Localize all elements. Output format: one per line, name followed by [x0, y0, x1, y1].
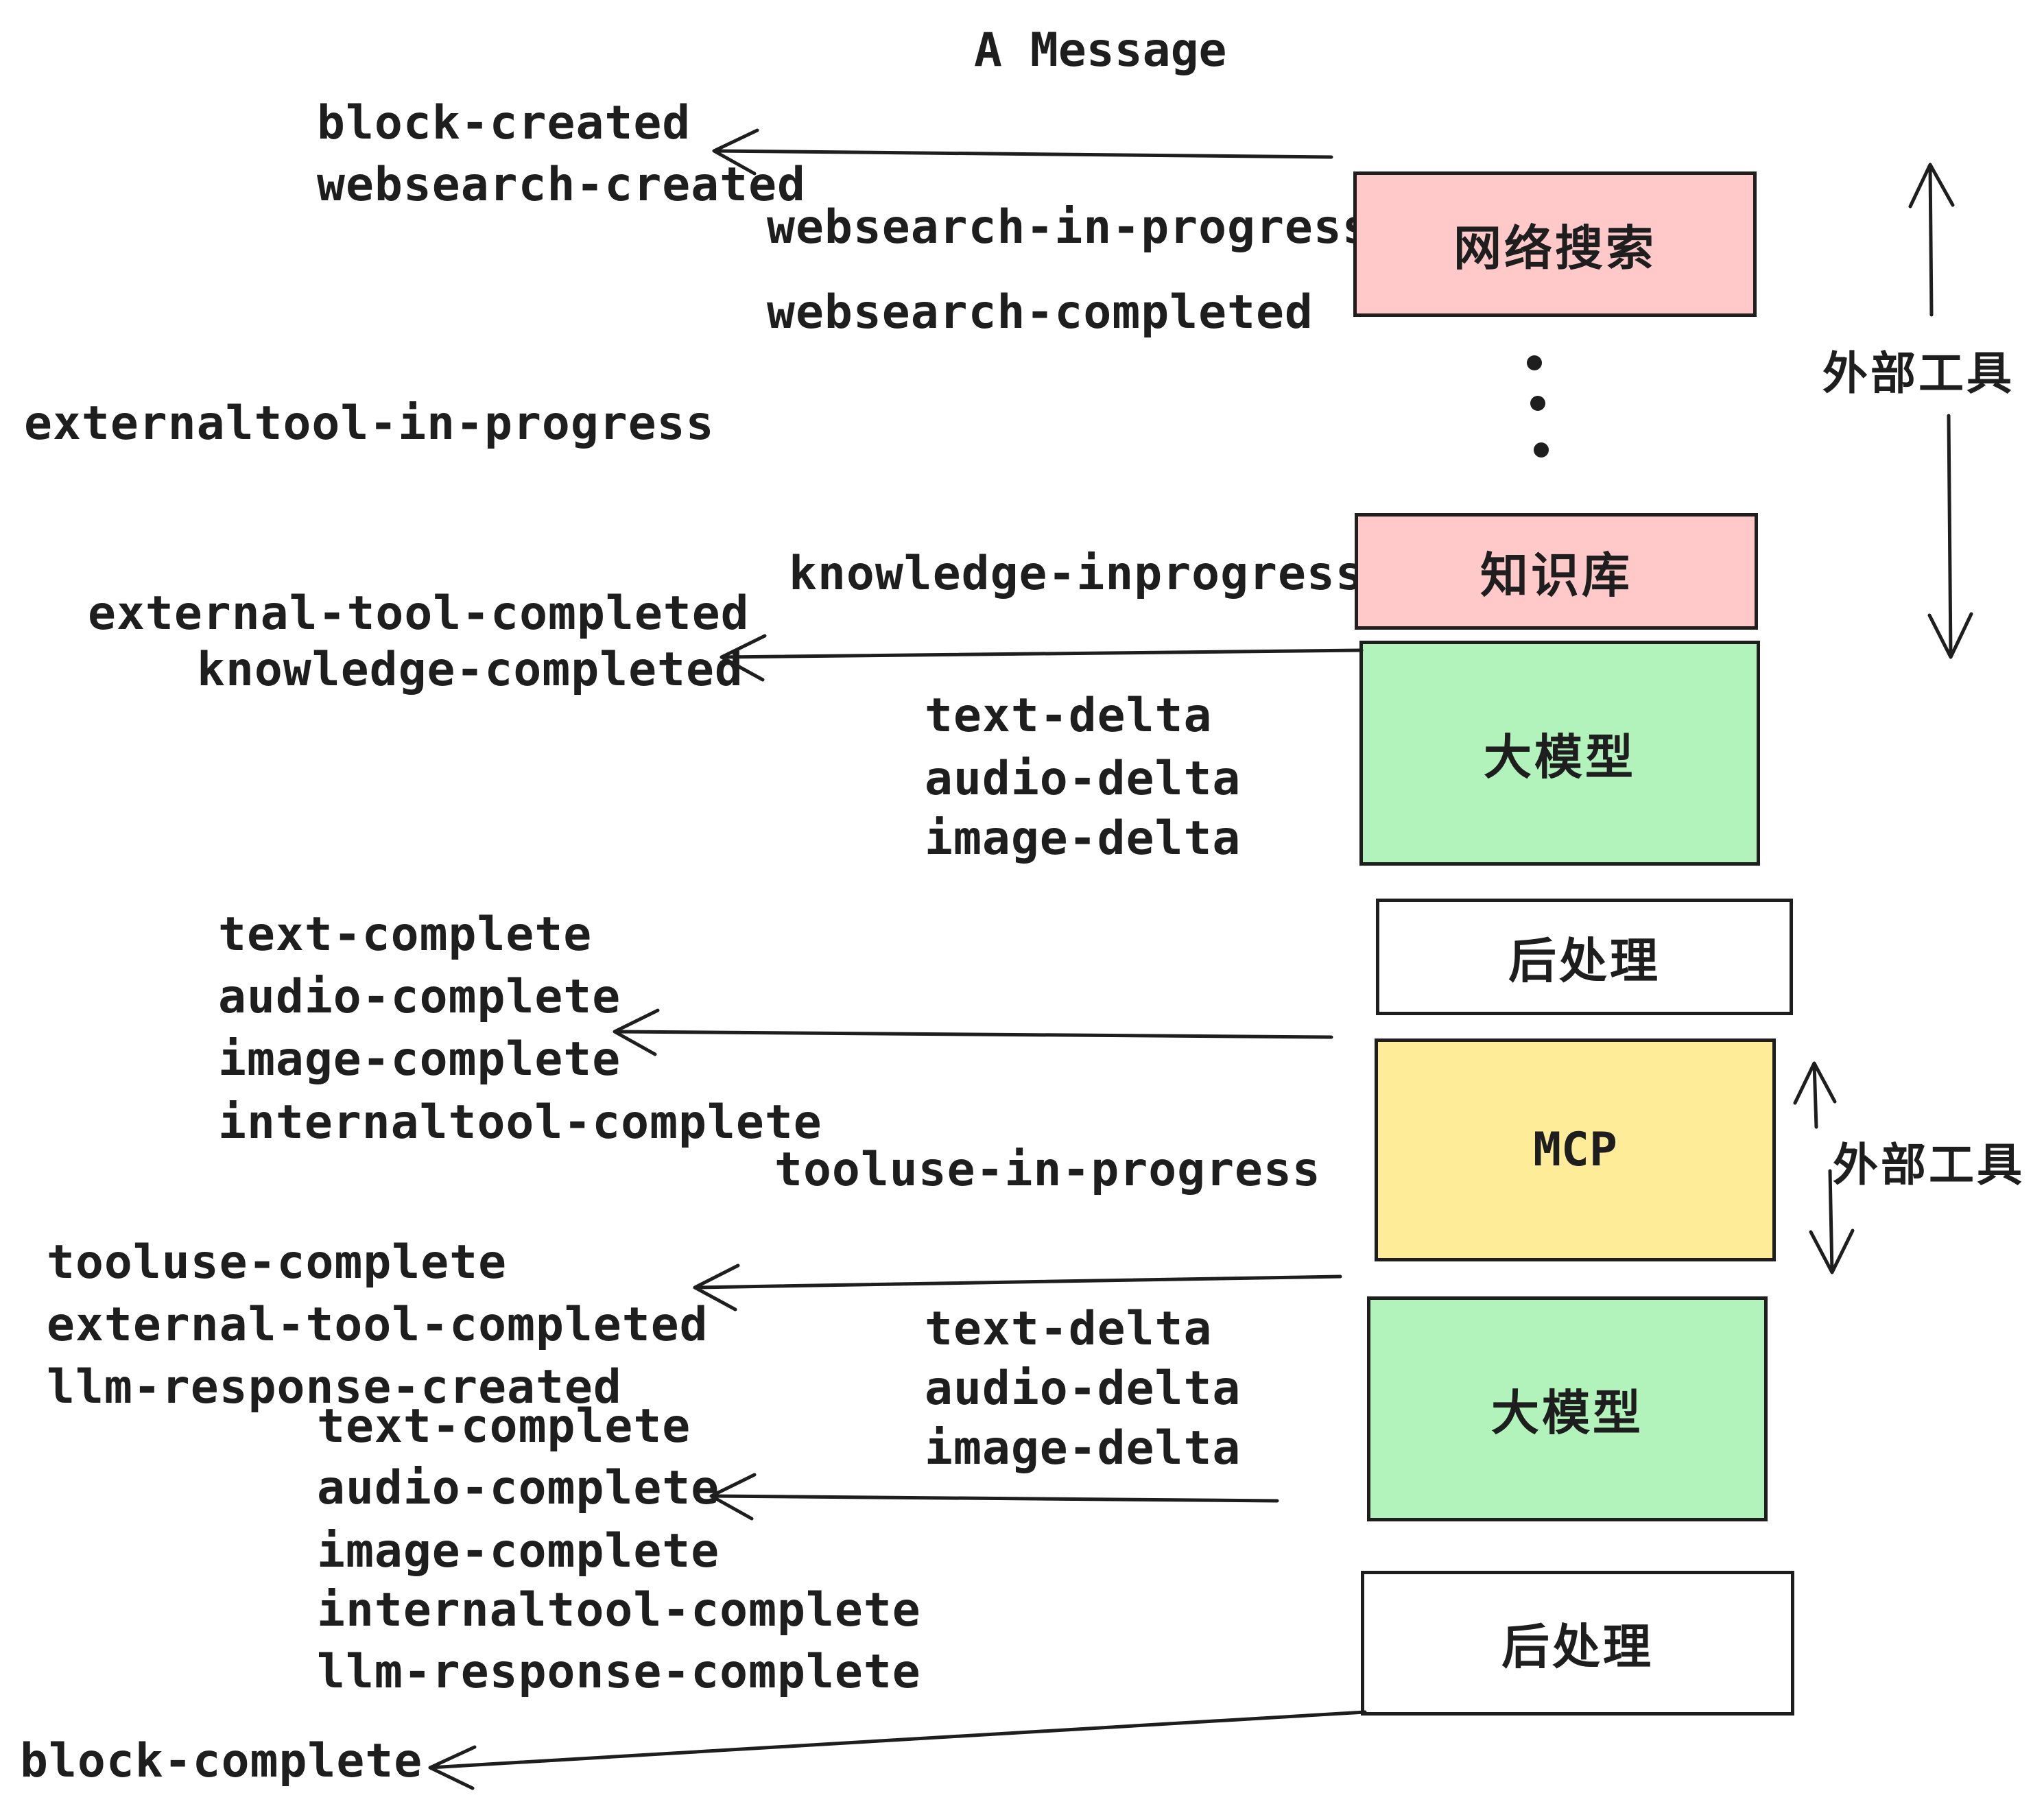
event-websearch-completed: websearch-completed — [767, 285, 1314, 340]
event-text-delta-2: text-delta — [925, 1302, 1213, 1356]
event-audio-delta-2: audio-delta — [925, 1362, 1241, 1416]
event-tooluse-complete: tooluse-complete — [47, 1235, 508, 1290]
box-post-bottom-label: 后处理 — [1501, 1619, 1654, 1675]
box-mcp: MCP — [1375, 1039, 1776, 1261]
event-websearch-in-progress: websearch-in-progress — [767, 200, 1371, 254]
arrow-up-external-tools-bottom-icon — [1793, 1061, 1837, 1129]
event-llm-response-complete: llm-response-complete — [317, 1645, 921, 1699]
event-knowledge-completed: knowledge-completed — [197, 643, 744, 697]
ellipsis-dot-icon — [1530, 396, 1545, 411]
ellipsis-dot-icon — [1534, 442, 1549, 458]
box-websearch-label: 网络搜索 — [1453, 219, 1656, 276]
event-tooluse-in-progress: tooluse-in-progress — [774, 1143, 1321, 1197]
ellipsis-dot-icon — [1527, 355, 1542, 370]
box-websearch: 网络搜索 — [1353, 171, 1757, 317]
box-knowledge-label: 知识库 — [1480, 547, 1632, 604]
box-llm-bottom: 大模型 — [1367, 1296, 1768, 1521]
box-llm-top: 大模型 — [1359, 641, 1760, 866]
box-llm-bottom-label: 大模型 — [1491, 1384, 1643, 1441]
event-internaltool-complete-2: internaltool-complete — [317, 1583, 921, 1637]
event-image-complete: image-complete — [218, 1032, 621, 1087]
arrow-left-image-complete-icon — [613, 1008, 1333, 1056]
arrow-left-block-created-icon — [712, 128, 1333, 176]
label-external-tools-top: 外部工具 — [1822, 347, 2015, 400]
event-external-tool-completed-2: external-tool-completed — [47, 1298, 709, 1352]
arrow-left-audio-complete-icon — [709, 1473, 1279, 1521]
box-mcp-label: MCP — [1533, 1123, 1617, 1177]
event-text-delta: text-delta — [925, 689, 1213, 743]
event-text-complete: text-complete — [218, 907, 593, 962]
event-knowledge-inprogress: knowledge-inprogress — [789, 547, 1364, 601]
event-image-delta-2: image-delta — [925, 1421, 1241, 1475]
event-websearch-created: websearch-created — [317, 158, 806, 212]
box-llm-top-label: 大模型 — [1484, 728, 1636, 785]
event-external-tool-completed: external-tool-completed — [88, 586, 750, 641]
event-block-created: block-created — [317, 96, 691, 150]
event-internaltool-complete: internaltool-complete — [218, 1095, 822, 1150]
event-image-delta: image-delta — [925, 811, 1241, 866]
arrow-left-block-complete-icon — [428, 1710, 1367, 1790]
event-block-complete: block-complete — [20, 1734, 423, 1788]
event-audio-complete-2: audio-complete — [317, 1461, 720, 1515]
arrow-up-external-tools-top-icon — [1908, 163, 1955, 317]
event-text-complete-2: text-complete — [317, 1399, 691, 1453]
arrow-down-external-tools-top-icon — [1927, 414, 1973, 659]
box-post-top-label: 后处理 — [1508, 932, 1661, 989]
event-image-complete-2: image-complete — [317, 1524, 720, 1578]
event-audio-delta: audio-delta — [925, 752, 1241, 806]
label-external-tools-bottom: 外部工具 — [1833, 1139, 2025, 1191]
box-post-bottom: 后处理 — [1361, 1571, 1794, 1716]
event-externaltool-in-progress: externaltool-in-progress — [24, 396, 715, 451]
event-audio-complete: audio-complete — [218, 970, 621, 1024]
event-llm-response-created: llm-response-created — [47, 1360, 622, 1414]
arrow-left-knowledge-completed-icon — [720, 634, 1364, 682]
diagram-title: A Message — [974, 23, 1227, 78]
box-post-top: 后处理 — [1376, 899, 1793, 1015]
box-knowledge: 知识库 — [1355, 513, 1758, 630]
